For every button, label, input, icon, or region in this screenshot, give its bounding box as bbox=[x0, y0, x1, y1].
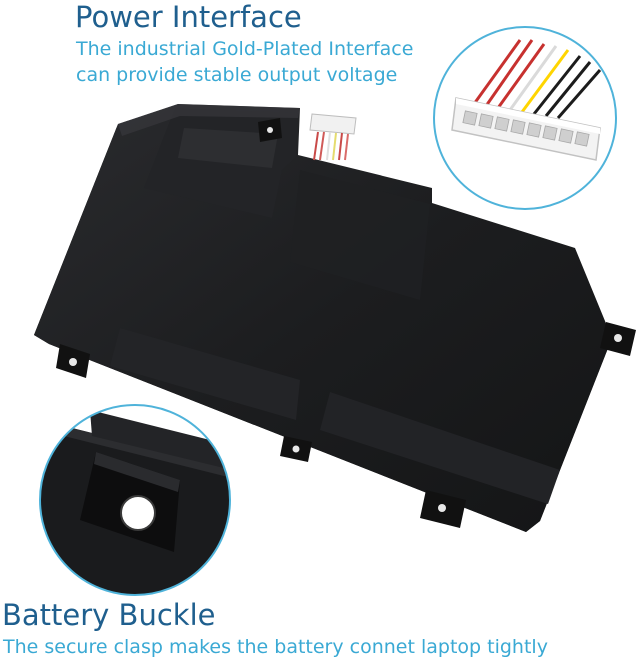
battery-buckle-caption: The secure clasp makes the battery conne… bbox=[3, 636, 548, 658]
mounting-tab bbox=[280, 436, 312, 462]
power-interface-callout bbox=[433, 26, 617, 210]
battery-buckle-title: Battery Buckle bbox=[2, 598, 216, 632]
connector-cable bbox=[309, 113, 357, 161]
mounting-tab bbox=[56, 344, 90, 378]
mounting-tab bbox=[258, 118, 282, 142]
power-interface-title: Power Interface bbox=[75, 0, 302, 34]
battery-buckle-callout bbox=[39, 404, 231, 596]
caption-line: can provide stable output voltage bbox=[76, 64, 398, 86]
mounting-tab bbox=[600, 322, 636, 356]
power-interface-caption: The industrial Gold-Plated Interface can… bbox=[76, 36, 413, 88]
caption-line: The industrial Gold-Plated Interface bbox=[76, 38, 414, 60]
battery-pack bbox=[34, 104, 636, 532]
mounting-tab bbox=[420, 490, 466, 528]
